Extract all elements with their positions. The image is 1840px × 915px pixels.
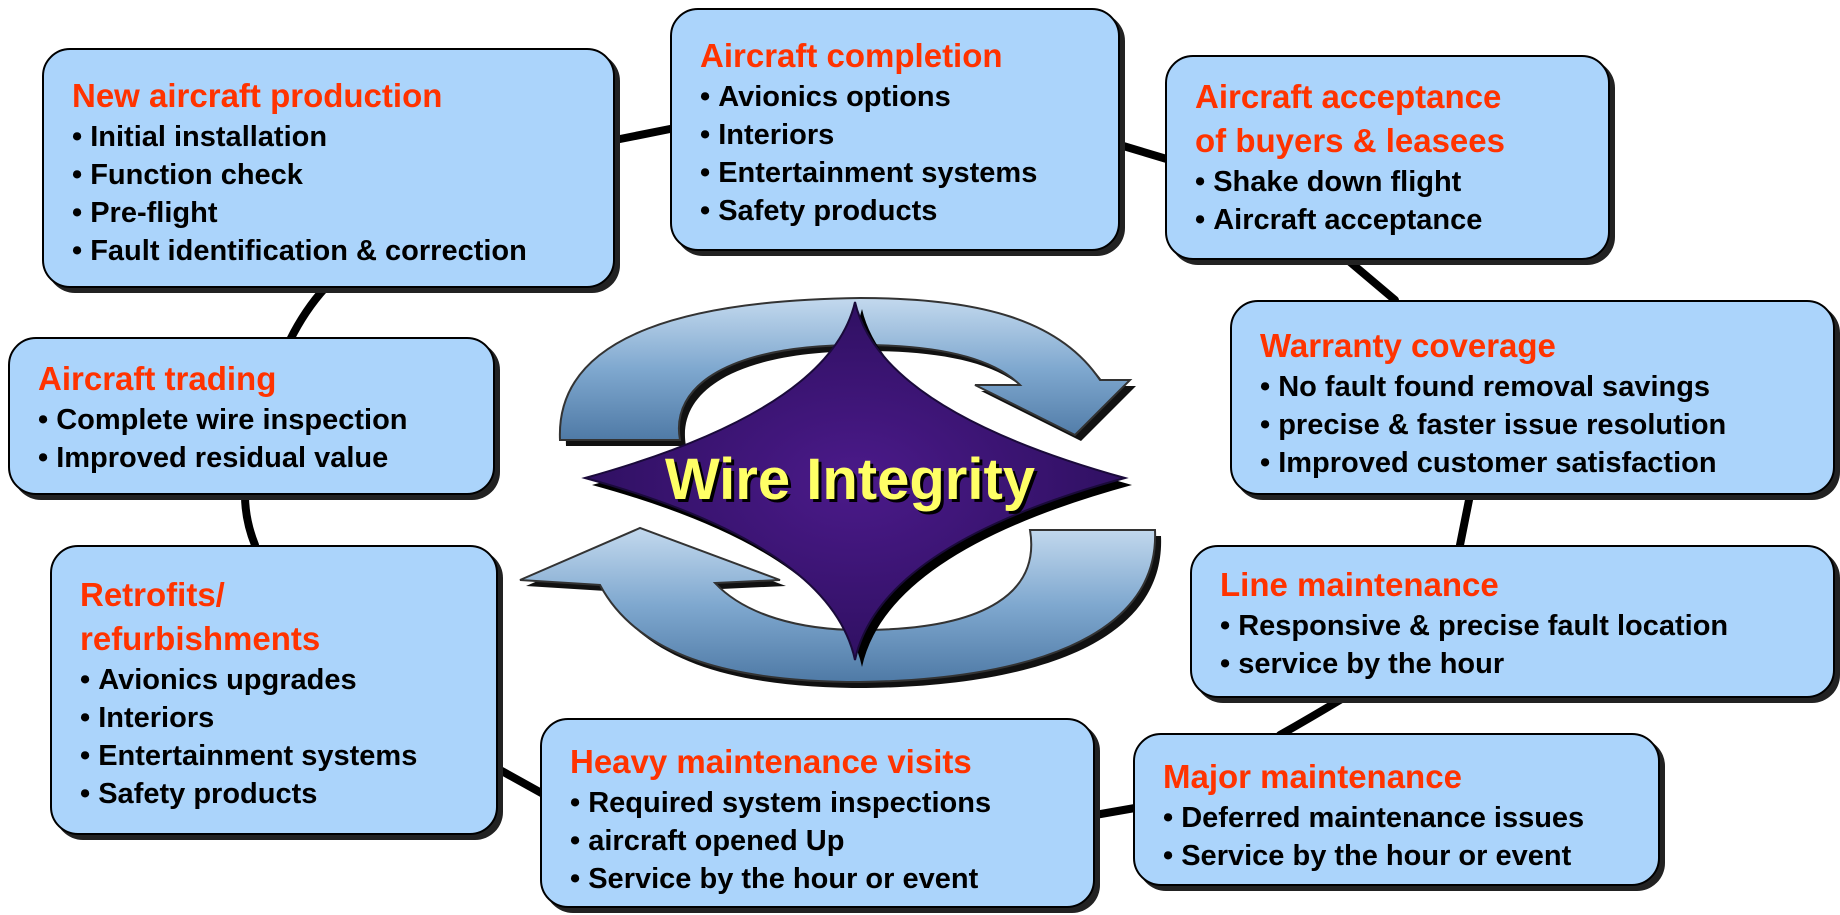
list-item: Aircraft acceptance [1195,201,1608,239]
list-item: Pre-flight [72,194,613,232]
list-item: Initial installation [72,118,613,156]
node-title: Aircraft completion [700,37,1003,74]
node-aircraft-completion: Aircraft completion Avionics options Int… [670,8,1120,251]
node-warranty-coverage: Warranty coverage No fault found removal… [1230,300,1835,495]
node-retrofits-refurbishments: Retrofits/ refurbishments Avionics upgra… [50,545,498,835]
node-title: New aircraft production [72,77,443,114]
cycle-arrow-bottom [519,526,1162,688]
list-item: Required system inspections [570,784,1093,822]
list-item: No fault found removal savings [1260,368,1833,406]
node-title-line-2: refurbishments [80,620,321,657]
list-item: Complete wire inspection [38,401,493,439]
list-item: Safety products [700,192,1118,230]
list-item: Avionics options [700,78,1118,116]
list-item: Entertainment systems [700,154,1118,192]
node-title: Aircraft trading [38,360,277,397]
node-line-maintenance: Line maintenance Responsive & precise fa… [1190,545,1835,698]
node-title: Warranty coverage [1260,327,1556,364]
connector-trading-production [286,284,329,344]
list-item: Improved residual value [38,439,493,477]
node-title-line-1: Retrofits/ [80,576,225,613]
list-item: Fault identification & correction [72,232,613,270]
list-item: Deferred maintenance issues [1163,799,1658,837]
list-item: precise & faster issue resolution [1260,406,1833,444]
node-new-aircraft-production: New aircraft production Initial installa… [42,48,615,288]
node-title: Line maintenance [1220,566,1499,603]
node-title-line-1: Aircraft acceptance [1195,78,1502,115]
list-item: Shake down flight [1195,163,1608,201]
node-title: Major maintenance [1163,758,1462,795]
node-title: Heavy maintenance visits [570,743,972,780]
list-item: Interiors [80,699,496,737]
node-aircraft-trading: Aircraft trading Complete wire inspectio… [8,337,495,495]
list-item: Entertainment systems [80,737,496,775]
list-item: aircraft opened Up [570,822,1093,860]
connector-line-major [1276,693,1349,739]
node-aircraft-acceptance: Aircraft acceptance of buyers & leasees … [1165,55,1610,260]
connector-completion-acceptance [1116,141,1174,164]
list-item: Service by the hour or event [1163,837,1658,875]
list-item: service by the hour [1220,645,1833,683]
node-title-line-2: of buyers & leasees [1195,122,1505,159]
list-item: Avionics upgrades [80,661,496,699]
connector-warranty-line [1456,491,1474,549]
list-item: Improved customer satisfaction [1260,444,1833,482]
node-heavy-maintenance-visits: Heavy maintenance visits Required system… [540,718,1095,908]
list-item: Function check [72,156,613,194]
connector-retrofits-trading [241,491,259,549]
list-item: Safety products [80,775,496,813]
connector-major-heavy [1091,804,1139,819]
connector-production-completion [611,123,684,144]
list-item: Interiors [700,116,1118,154]
center-label: Wire Integrity [664,447,1036,512]
list-item: Responsive & precise fault location [1220,607,1833,645]
cycle-arrow-top [558,296,1136,446]
list-item: Service by the hour or event [570,860,1093,898]
connector-heavy-retrofits [496,766,549,799]
wire-integrity-diamond [581,301,1132,667]
connector-acceptance-warranty [1346,258,1399,304]
node-major-maintenance: Major maintenance Deferred maintenance i… [1133,733,1660,886]
